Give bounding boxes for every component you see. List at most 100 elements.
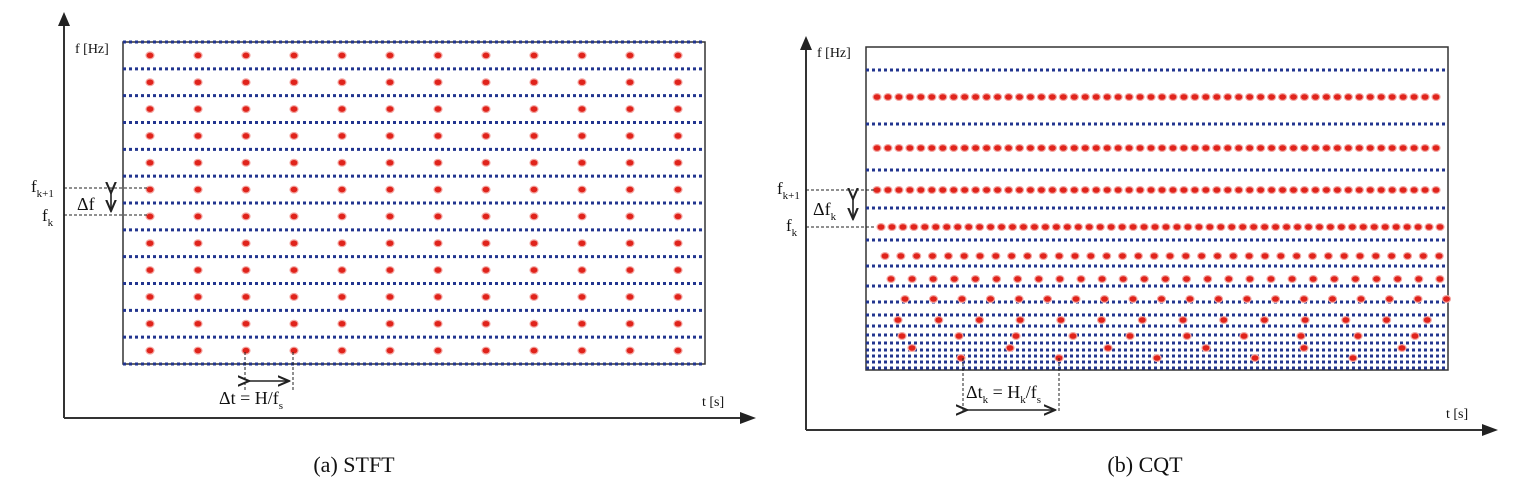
cqt-bin-dot bbox=[1102, 92, 1112, 101]
cqt-bin-dot bbox=[1014, 186, 1025, 195]
stft-bin-dot bbox=[673, 131, 683, 140]
cqt-bin-dot bbox=[1213, 295, 1224, 304]
cqt-bin-dot bbox=[1036, 186, 1047, 195]
cqt-bin-dot bbox=[970, 275, 981, 284]
cqt-bin-dot bbox=[1181, 252, 1191, 261]
stft-bin-dot bbox=[145, 105, 155, 114]
cqt-bin-dot bbox=[1069, 92, 1079, 101]
cqt-bin-dot bbox=[927, 186, 937, 195]
stft-bin-dot bbox=[241, 51, 251, 60]
cqt-bin-dot bbox=[1325, 223, 1336, 232]
cqt-bin-dot bbox=[1086, 252, 1096, 261]
cqt-bin-dot bbox=[1047, 92, 1057, 101]
cqt-bin-dot bbox=[1018, 223, 1029, 232]
cqt-bin-dot bbox=[1091, 92, 1101, 101]
stft-bin-dot bbox=[625, 51, 635, 60]
cqt-bin-dot bbox=[920, 223, 930, 232]
cqt-bin-dot bbox=[1308, 275, 1318, 284]
cqt-bin-dot bbox=[897, 332, 907, 341]
cqt-bin-dot bbox=[1365, 186, 1375, 195]
cqt-bin-dot bbox=[1068, 332, 1078, 341]
cqt-bin-dot bbox=[1414, 275, 1424, 284]
cqt-bin-dot bbox=[1003, 144, 1014, 153]
stft-panel: f [Hz] t [s] fk+1 fk Δf Δt = H/fs (a) ST… bbox=[31, 12, 756, 477]
cqt-bin-dot bbox=[992, 144, 1003, 153]
stft-bin-dot bbox=[241, 185, 251, 194]
stft-bin-dot bbox=[337, 319, 347, 328]
cqt-bin-dot bbox=[1084, 223, 1094, 232]
stft-bin-dot bbox=[433, 266, 443, 275]
cqt-bin-dot bbox=[927, 144, 937, 153]
cqt-bin-dot bbox=[1058, 144, 1068, 153]
stft-bin-dot bbox=[433, 185, 443, 194]
cqt-bin-dot bbox=[949, 92, 959, 101]
cqt-bin-dot bbox=[1244, 252, 1254, 261]
cqt-bin-dot bbox=[1205, 223, 1215, 232]
cqt-bin-dot bbox=[1299, 186, 1310, 195]
cqt-bin-dot bbox=[992, 186, 1003, 195]
stft-bin-dot bbox=[481, 239, 491, 248]
stft-bin-dot bbox=[577, 346, 587, 355]
cqt-bin-dot bbox=[1117, 252, 1128, 261]
stft-bin-dot bbox=[193, 292, 203, 301]
stft-bin-dot bbox=[577, 266, 587, 275]
cqt-bin-dot bbox=[1062, 223, 1072, 232]
cqt-bin-dot bbox=[1003, 186, 1014, 195]
stft-bin-dot bbox=[289, 212, 299, 221]
stft-bin-dot bbox=[145, 319, 155, 328]
stft-bin-dot bbox=[577, 319, 587, 328]
cqt-bin-dot bbox=[1256, 186, 1266, 195]
stft-bin-dot bbox=[289, 105, 299, 114]
cqt-bin-dot bbox=[1332, 144, 1342, 153]
stft-bin-dot bbox=[481, 185, 491, 194]
cqt-bin-dot bbox=[1149, 252, 1159, 261]
cqt-bin-dot bbox=[1355, 252, 1365, 261]
stft-bin-dot bbox=[145, 239, 155, 248]
stft-bin-dot bbox=[241, 239, 251, 248]
cqt-bin-dot bbox=[1314, 223, 1325, 232]
stft-bin-dot bbox=[289, 292, 299, 301]
cqt-bin-dot bbox=[1095, 223, 1105, 232]
cqt-bin-dot bbox=[943, 252, 953, 261]
cqt-bin-dot bbox=[1071, 295, 1081, 304]
cqt-bin-dot bbox=[905, 92, 915, 101]
cqt-bin-dot bbox=[1343, 144, 1353, 153]
cqt-bin-dot bbox=[928, 295, 939, 304]
stft-bin-dot bbox=[529, 105, 539, 114]
stft-x-axis-label: t [s] bbox=[702, 395, 724, 410]
cqt-bin-dot bbox=[916, 144, 926, 153]
cqt-bin-dot bbox=[954, 332, 964, 341]
cqt-delta-t-label: Δtk = Hk/fs bbox=[966, 382, 1041, 406]
cqt-bin-dot bbox=[1256, 144, 1266, 153]
stft-bin-dot bbox=[673, 266, 683, 275]
stft-bin-dot bbox=[385, 292, 395, 301]
stft-bin-dot bbox=[577, 105, 587, 114]
stft-bin-dot bbox=[577, 78, 587, 87]
cqt-bin-dot bbox=[916, 92, 926, 101]
cqt-bin-dot bbox=[872, 92, 882, 101]
cqt-bin-dot bbox=[1091, 186, 1101, 195]
stft-bin-dot bbox=[481, 292, 491, 301]
cqt-bin-dot bbox=[996, 223, 1007, 232]
cqt-bin-dot bbox=[1277, 186, 1288, 195]
stft-bin-dot bbox=[337, 292, 347, 301]
cqt-bin-dot bbox=[1183, 223, 1193, 232]
stft-bin-dot bbox=[337, 212, 347, 221]
cqt-bin-dot bbox=[1157, 186, 1167, 195]
cqt-bin-dot bbox=[1387, 144, 1397, 153]
stft-bin-dot bbox=[289, 185, 299, 194]
cqt-bin-dot bbox=[927, 92, 937, 101]
cqt-bin-dot bbox=[907, 275, 917, 284]
cqt-bin-dot bbox=[1310, 92, 1321, 101]
stft-bin-dot bbox=[577, 158, 587, 167]
cqt-bin-dot bbox=[1354, 144, 1364, 153]
cqt-bin-dot bbox=[905, 186, 915, 195]
cqt-bin-dot bbox=[898, 223, 908, 232]
stft-bin-dot bbox=[385, 185, 395, 194]
stft-frequency-lines bbox=[123, 40, 705, 366]
cqt-bin-dot bbox=[1398, 144, 1408, 153]
stft-bin-dot bbox=[529, 158, 539, 167]
stft-bin-dot bbox=[673, 346, 683, 355]
cqt-bin-dot bbox=[1168, 186, 1178, 195]
stft-bin-dot bbox=[385, 51, 395, 60]
